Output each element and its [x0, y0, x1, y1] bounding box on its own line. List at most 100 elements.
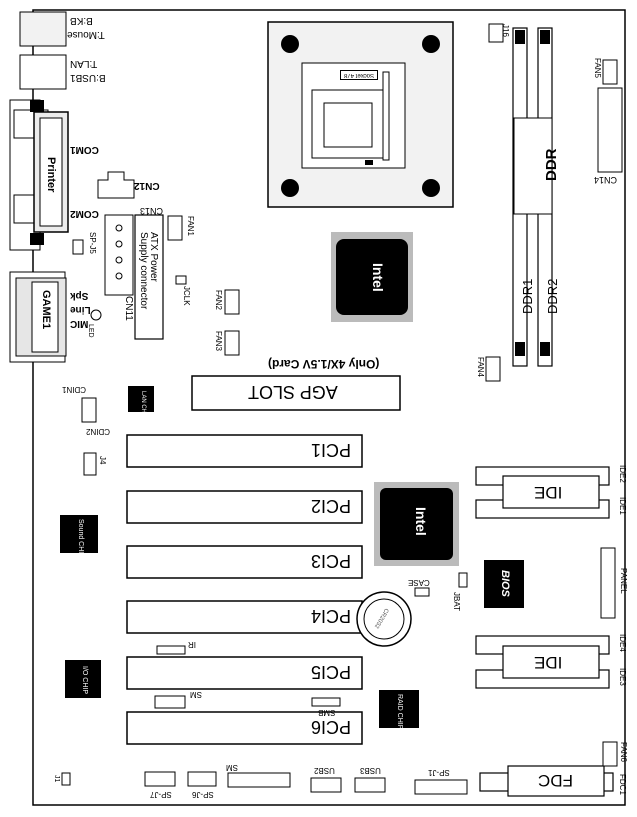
lan-usb-port [19, 54, 67, 90]
led-label: LED [87, 324, 94, 338]
fan1-header [167, 215, 183, 241]
cn11-label: CN11 [123, 296, 134, 321]
io-chip [65, 660, 101, 698]
cn11-connector [104, 214, 134, 296]
bios-label: BIOS [499, 570, 511, 597]
cn12-label: CN12 [134, 180, 160, 191]
spj1-header [414, 779, 468, 795]
mic-label: MIC [70, 318, 89, 329]
io-chip-label: I/O CHIP [81, 666, 88, 695]
fan3-header [224, 330, 240, 356]
smb-label: SMB [318, 708, 336, 717]
cn13-label: CN13 [140, 206, 164, 216]
raid-chip-label: RAID CHIP [396, 694, 403, 730]
intel-south-label: Intel [413, 507, 429, 536]
serial-printer-connectors [9, 99, 69, 251]
socket-label: Socket 478 [340, 70, 379, 80]
cdin2-label: CDIN2 [86, 427, 111, 436]
fan5-label: FAN5 [593, 58, 602, 79]
pci6-label: PCI6 [311, 717, 352, 737]
jclk-jumper [175, 275, 187, 285]
pci2-label: PCI2 [311, 496, 352, 516]
ir-label: IR [188, 640, 196, 649]
cdin-header [81, 397, 97, 423]
sm-connector [227, 772, 291, 788]
pci-slots [126, 434, 363, 745]
sound-chip [60, 515, 98, 553]
j16-jumper [488, 23, 504, 43]
game1-label: GAME1 [40, 290, 52, 330]
lan-chip-label: LAN CHIP [140, 391, 146, 419]
fan4-label: FAN4 [476, 357, 485, 378]
intel-south-bridge [374, 482, 459, 566]
spj6-header [187, 771, 217, 787]
jbat-label: JBAT [452, 592, 461, 611]
cmos-battery [356, 591, 412, 647]
spj5-label: SP-J5 [88, 232, 97, 254]
usb2-label: USB2 [314, 766, 335, 775]
cdin1-label: CDIN1 [62, 385, 87, 394]
smb-header [311, 697, 341, 707]
sm-label: SM [190, 690, 202, 699]
panel-label: PANEL [619, 568, 628, 594]
pci1-label: PCI1 [311, 440, 352, 460]
fan6-header [602, 741, 618, 767]
usb2-header [310, 777, 342, 793]
agp-label: AGP SLOT [248, 382, 338, 402]
ide3-ide4-connectors [475, 635, 610, 689]
ide3-label: IDE3 [618, 668, 627, 686]
fan5-header [602, 59, 618, 85]
fan1-label: FAN1 [186, 216, 195, 237]
sm-bottom-label: SM [226, 763, 238, 772]
atx-power-label: ATX Power Supply connector [138, 232, 159, 310]
fdc-label: FDC [538, 771, 573, 790]
j4-jumper [83, 452, 97, 476]
j4-label: J4 [98, 456, 107, 465]
case-jumper [414, 587, 430, 597]
kb-mouse-port [19, 11, 67, 47]
ide2-label: IDE2 [618, 465, 627, 483]
fan2-header [224, 289, 240, 315]
sound-chip-label: Sound CHIP [77, 519, 84, 558]
printer-label: Printer [45, 157, 57, 193]
ide4-label: IDE4 [618, 634, 627, 652]
fan3-label: FAN3 [214, 331, 223, 352]
lan-label: T:LAN [70, 58, 98, 69]
cn14-connector [597, 87, 623, 173]
pci3-label: PCI3 [311, 551, 352, 571]
ide-upper-label: IDE [534, 483, 563, 502]
spj6-label: SP-J6 [192, 790, 214, 799]
j1-label: J1 [53, 775, 60, 783]
mouse-label: T:Mouse [67, 29, 105, 40]
ddr2-label: DDR2 [545, 278, 560, 314]
fan2-label: FAN2 [214, 290, 223, 311]
fan4-header [485, 356, 501, 382]
intel-north-label: Intel [370, 263, 386, 292]
intel-north-bridge [331, 232, 413, 322]
ddr1-label: DDR1 [520, 278, 535, 314]
fdc-connector [479, 765, 614, 797]
j16-label: J16 [501, 24, 510, 37]
atx-power-connector [134, 214, 164, 340]
usb3-label: USB3 [360, 766, 381, 775]
com2-label: COM2 [70, 208, 99, 219]
usb3-header [354, 777, 386, 793]
panel-header [600, 547, 616, 619]
spj7-header [144, 771, 176, 787]
kb-mouse-label: B:KB [70, 15, 93, 26]
jclk-label: JCLK [182, 286, 191, 306]
usb1-label: B:USB1 [70, 72, 106, 83]
cn14-label: CN14 [594, 175, 618, 185]
pci4-label: PCI4 [311, 606, 352, 626]
com1-label: COM1 [70, 144, 99, 155]
fdc1-label: FDC1 [618, 774, 627, 795]
fan6-label: FAN6 [619, 742, 628, 763]
spj7-label: SP-J7 [150, 790, 172, 799]
game-port [9, 271, 67, 363]
ide1-ide2-connectors [475, 466, 610, 519]
pci5-label: PCI5 [311, 662, 352, 682]
ide1-label: IDE1 [618, 497, 627, 515]
raid-chip [379, 690, 419, 728]
lan-chip [128, 386, 154, 412]
agp-slot [191, 375, 401, 411]
